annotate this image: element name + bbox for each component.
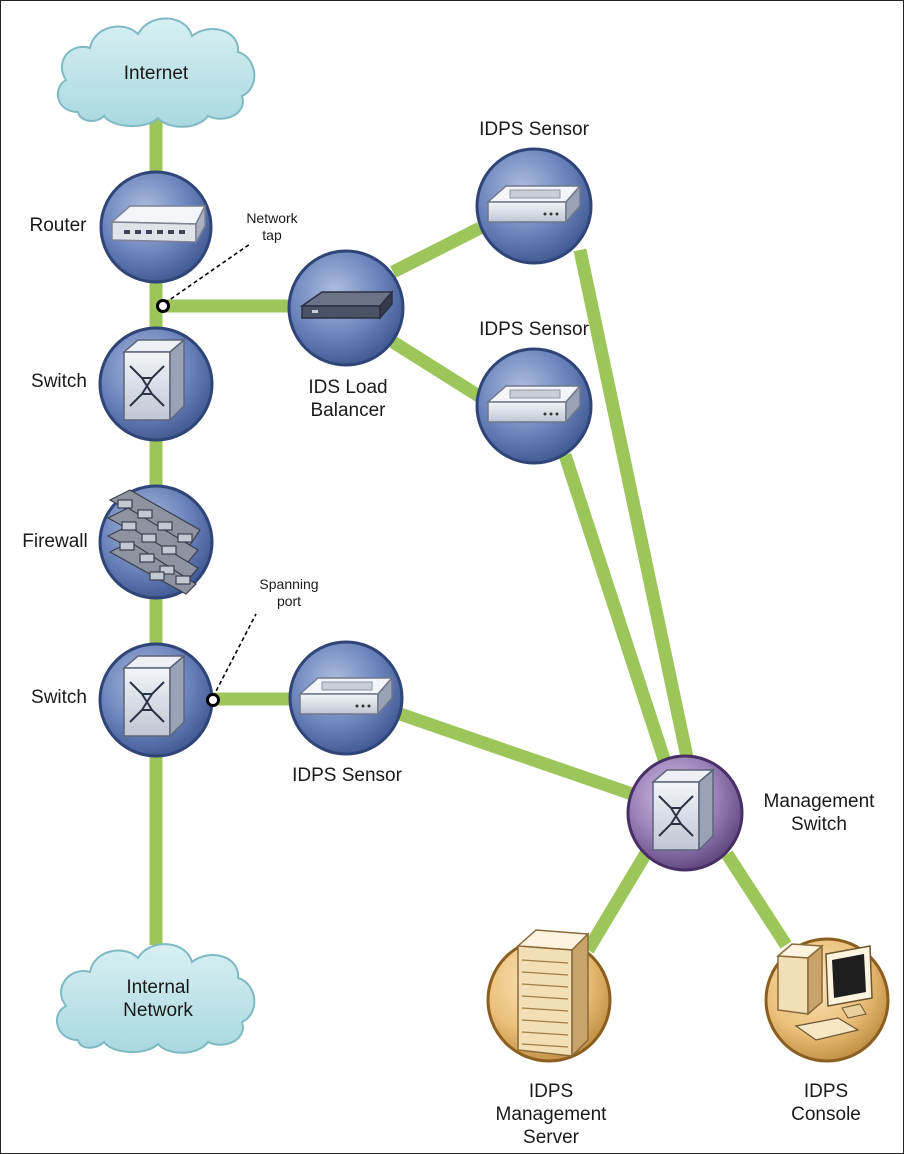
cloud-internet [56,17,256,128]
internal-network-label: Internal Network [123,977,193,1021]
link-sensor1-mgmtswitch [573,248,695,764]
sensor-icon-3 [298,676,394,716]
links [149,110,792,954]
switch-icon-2 [121,654,187,738]
switch-label-2: Switch [31,687,87,708]
internet-label: Internet [123,63,189,84]
spanning-port-label: Spanning port [259,576,319,609]
idps-sensor-label-3: IDPS Sensor [292,765,402,786]
network-tap-leader [164,243,251,304]
spanning-port-leader [212,613,257,698]
idps-sensor-label-2: IDPS Sensor [479,319,589,340]
router-icon [110,205,207,245]
firewall-icon [106,489,201,595]
ids-load-balancer-label: IDS Load Balancer [308,377,388,421]
link-mgmtswitch-console [721,850,792,949]
management-switch-icon [650,768,716,852]
link-loadbalancer-sensor2 [389,336,486,404]
link-sensor3-mgmtswitch [397,707,638,802]
network-tap-label: Network tap [246,210,298,243]
leader-lines [164,243,257,698]
cloud-internal-network [56,943,256,1054]
sensor-icon-2 [486,384,582,424]
management-switch-label: Management Switch [763,791,875,835]
spanning-port-point [206,693,220,707]
link-loadbalancer-sensor1 [390,222,483,278]
network-tap-point [156,299,170,313]
idps-management-server-label: IDPS Management Server [495,1081,607,1148]
server-icon [516,929,590,1058]
link-mgmtswitch-server [582,846,654,954]
switch-label-1: Switch [31,371,87,392]
idps-console-label: IDPS Console [791,1081,861,1125]
firewall-label: Firewall [22,531,88,552]
router-label: Router [29,215,87,236]
load-balancer-icon [299,289,394,321]
idps-sensor-label-1: IDPS Sensor [479,119,589,140]
link-sensor2-mgmtswitch [558,452,672,765]
sensor-icon-1 [486,184,582,224]
switch-icon-1 [121,338,187,422]
console-icon [776,943,873,1041]
